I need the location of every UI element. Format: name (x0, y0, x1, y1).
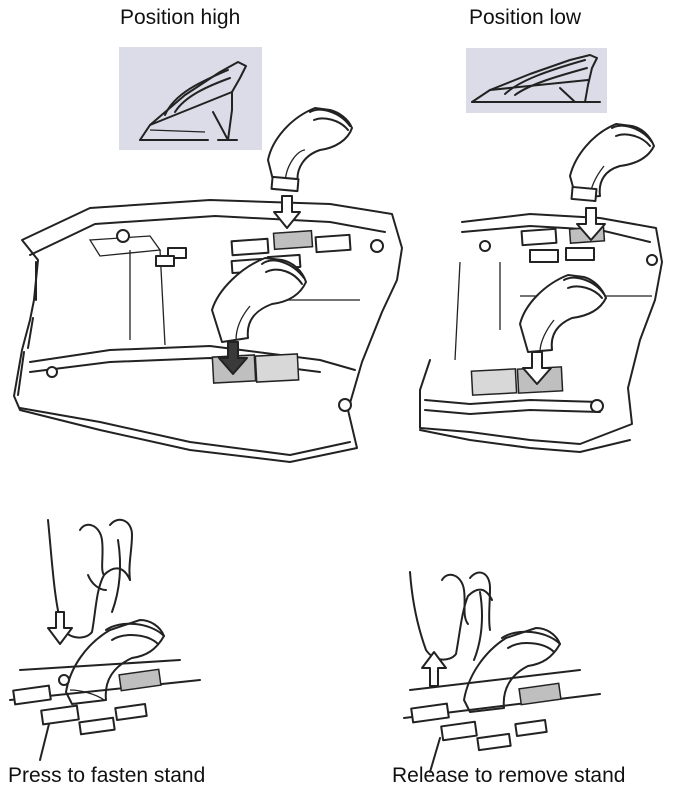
down-arrow-icon (274, 196, 300, 228)
detail-press-to-fasten (10, 520, 200, 760)
up-arrow-icon (422, 652, 446, 686)
stand-piece-low-lower (520, 275, 606, 352)
inset-position-low (466, 48, 607, 113)
phone-base-high (14, 200, 402, 462)
stand-piece-low-upper (570, 124, 654, 201)
down-arrow-icon (48, 612, 72, 644)
stand-piece-high-upper (268, 108, 352, 191)
inset-position-high (119, 47, 262, 150)
